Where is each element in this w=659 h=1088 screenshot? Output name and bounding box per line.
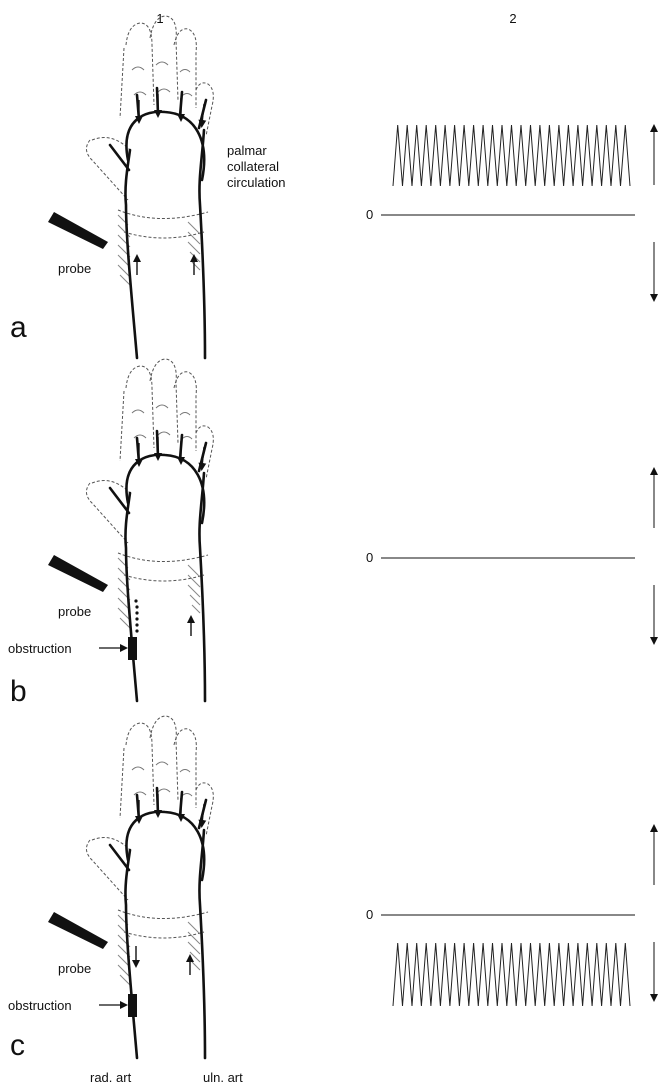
palmar-label-line1: palmar	[227, 143, 267, 158]
obstruction-block	[128, 994, 137, 1017]
radial-artery-label: rad. art	[90, 1070, 132, 1085]
doppler-signal-above	[393, 125, 630, 186]
palmar-label-line3: circulation	[227, 175, 286, 190]
palmar-label-line2: collateral	[227, 159, 279, 174]
panel-b: probe obstruction b 0	[8, 359, 654, 708]
column-1-label: 1	[156, 11, 163, 26]
ulnar-artery-label: uln. art	[203, 1070, 243, 1085]
obstruction-label: obstruction	[8, 998, 72, 1013]
zero-label: 0	[366, 207, 373, 222]
panel-a: palmar collateral circulation probe a 0	[10, 16, 654, 358]
zero-label: 0	[366, 907, 373, 922]
probe-label: probe	[58, 961, 91, 976]
column-2-label: 2	[509, 11, 516, 26]
signal-waveform	[393, 125, 630, 186]
doppler-signal-below	[393, 943, 630, 1006]
probe-label: probe	[58, 261, 91, 276]
panel-letter: b	[10, 675, 27, 708]
zero-label: 0	[366, 550, 373, 565]
signal-waveform	[393, 943, 630, 1006]
obstruction-label: obstruction	[8, 641, 72, 656]
panel-letter: c	[10, 1029, 25, 1062]
probe-label: probe	[58, 604, 91, 619]
reversed-flow-dots	[134, 599, 138, 632]
panel-c: probe obstruction c rad. art uln. art 0	[8, 716, 654, 1085]
panel-letter: a	[10, 311, 27, 344]
obstruction-block	[128, 637, 137, 660]
hand-illustration	[48, 16, 213, 358]
